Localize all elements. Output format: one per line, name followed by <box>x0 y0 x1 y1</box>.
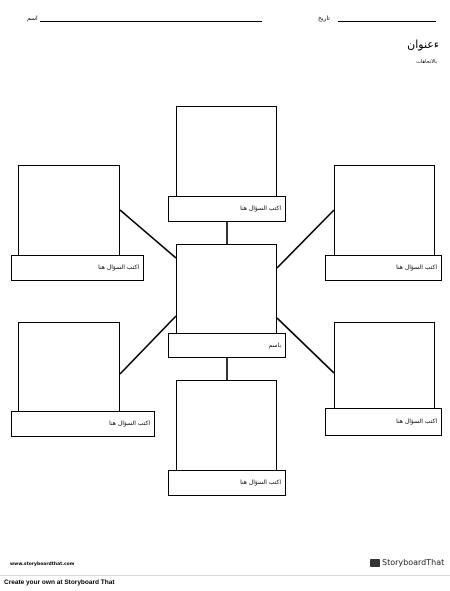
lower-right-caption[interactable]: اكتب السؤال هنا <box>325 408 442 436</box>
top-caption-text: اكتب السؤال هنا <box>240 205 281 212</box>
upper-right-frame[interactable] <box>334 165 435 258</box>
lower-right-frame[interactable] <box>334 322 435 411</box>
bottom-caption[interactable]: اكتب السؤال هنا <box>168 470 286 496</box>
instructions: بالاتجاهات <box>416 59 437 65</box>
worksheet: اسم تاريخ ءعنوان بالاتجاهات اكتب السؤال … <box>10 15 445 567</box>
worksheet-title: ءعنوان <box>407 38 439 51</box>
bottom-caption-text: اكتب السؤال هنا <box>240 479 281 486</box>
date-line <box>338 21 436 22</box>
upper-left-caption-text: اكتب السؤال هنا <box>98 264 139 271</box>
footer: Create your own at Storyboard That <box>0 575 450 591</box>
date-label: تاريخ <box>318 15 330 22</box>
website-url: www.storyboardthat.com <box>10 562 75 567</box>
connector-lines <box>119 209 335 382</box>
lower-right-caption-text: اكتب السؤال هنا <box>396 418 437 425</box>
upper-left-caption[interactable]: اكتب السؤال هنا <box>11 255 144 281</box>
center-frame[interactable] <box>176 244 277 336</box>
lower-left-caption-text: اكتب السؤال هنا <box>109 420 150 427</box>
name-line <box>40 21 262 22</box>
brand-name: StoryboardThat <box>382 558 445 567</box>
upper-right-caption-text: اكتب السؤال هنا <box>396 264 437 271</box>
upper-right-caption[interactable]: اكتب السؤال هنا <box>325 255 442 281</box>
bottom-frame[interactable] <box>176 380 277 473</box>
upper-left-frame[interactable] <box>18 165 120 258</box>
lower-left-caption[interactable]: اكتب السؤال هنا <box>11 411 155 437</box>
lower-left-frame[interactable] <box>18 322 120 414</box>
storyboardthat-logo: StoryboardThat <box>370 558 444 567</box>
name-label: اسم <box>27 15 38 22</box>
create-your-own-link[interactable]: Create your own at Storyboard That <box>4 579 115 586</box>
storyboard-logo-icon <box>370 558 380 567</box>
top-frame[interactable] <box>176 106 277 199</box>
center-caption[interactable]: باسم <box>168 333 286 358</box>
top-caption[interactable]: اكتب السؤال هنا <box>168 196 286 222</box>
center-caption-text: باسم <box>268 341 281 349</box>
